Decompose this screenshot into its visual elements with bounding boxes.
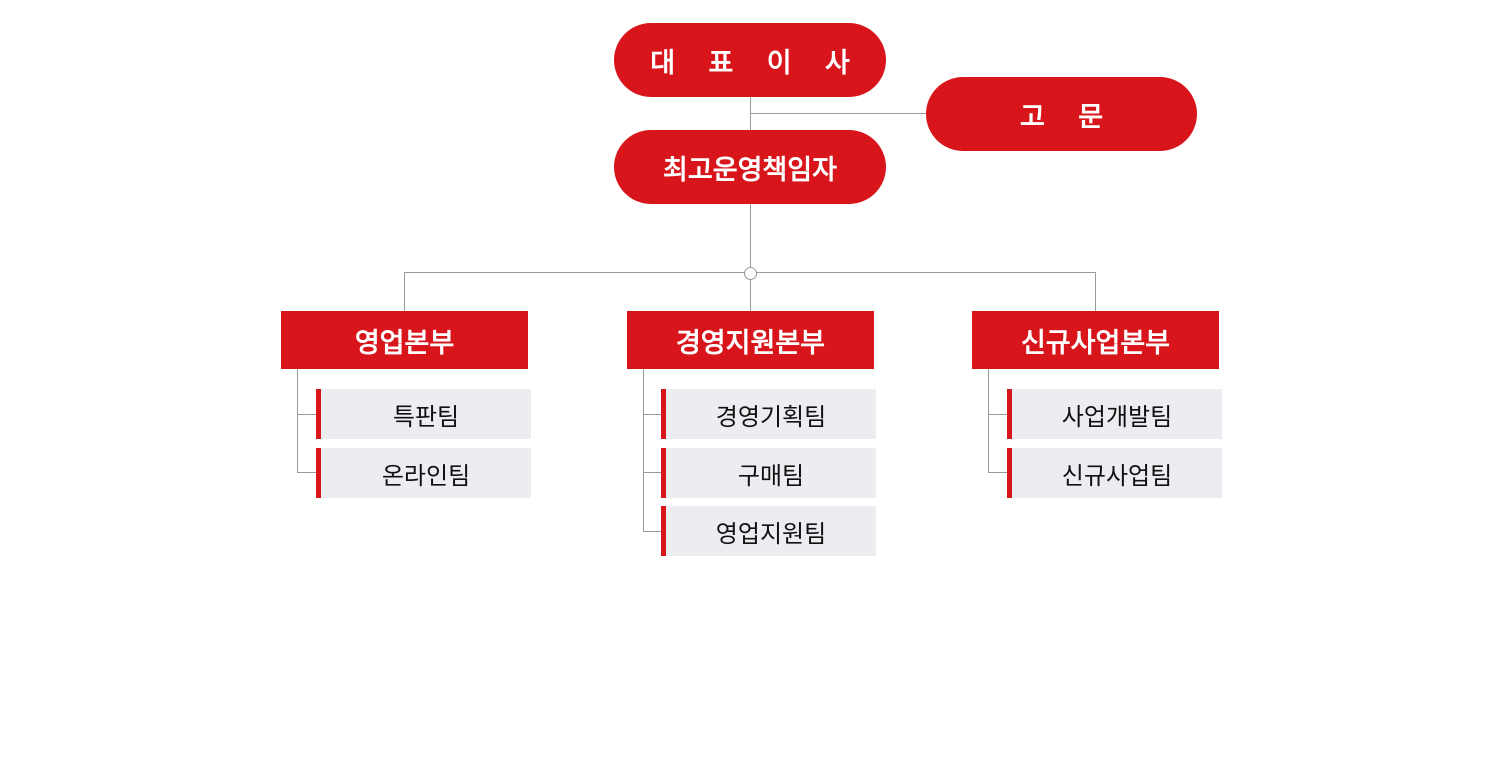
team-branch: [643, 531, 663, 532]
team-branch: [988, 472, 1008, 473]
team-new-business: 신규사업팀: [1007, 448, 1222, 498]
team-spine-3: [988, 369, 989, 472]
team-branch: [297, 414, 317, 415]
team-special-sales: 특판팀: [316, 389, 531, 439]
division-drop-line-3: [1095, 272, 1096, 312]
advisor-node: 고 문: [926, 77, 1197, 151]
team-spine-2: [643, 369, 644, 531]
advisor-connector: [750, 113, 928, 114]
team-business-development: 사업개발팀: [1007, 389, 1222, 439]
team-sales-support: 영업지원팀: [661, 506, 876, 556]
coo-node: 최고운영책임자: [614, 130, 886, 204]
team-spine-1: [297, 369, 298, 472]
ceo-node: 대 표 이 사: [614, 23, 886, 97]
junction-node: [744, 267, 757, 280]
coo-division-connector: [750, 203, 751, 313]
team-branch: [643, 472, 663, 473]
division-management-support: 경영지원본부: [627, 311, 874, 369]
division-sales: 영업본부: [281, 311, 528, 369]
team-branch: [643, 414, 663, 415]
division-new-business: 신규사업본부: [972, 311, 1219, 369]
team-branch: [297, 472, 317, 473]
division-drop-line-1: [404, 272, 405, 312]
team-online: 온라인팀: [316, 448, 531, 498]
ceo-coo-connector: [750, 96, 751, 132]
team-management-planning: 경영기획팀: [661, 389, 876, 439]
team-purchasing: 구매팀: [661, 448, 876, 498]
team-branch: [988, 414, 1008, 415]
